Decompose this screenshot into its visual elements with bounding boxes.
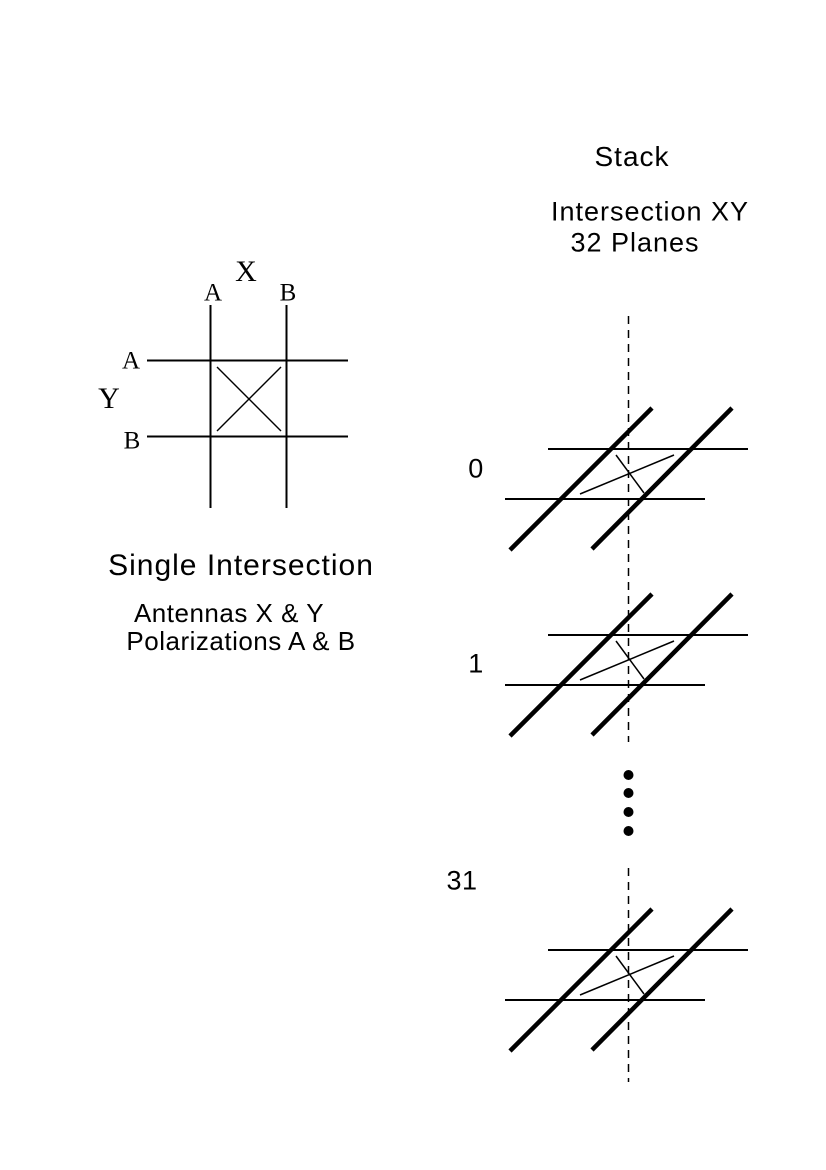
- stack-subtitle-line2: 32 Planes: [570, 227, 700, 258]
- plane-0-lines: [505, 408, 748, 550]
- single-intersection-lines: [147, 305, 348, 508]
- stack-title: Stack: [594, 141, 670, 172]
- ellipsis-dot: [623, 770, 634, 780]
- x-polarization-a-label: A: [203, 279, 223, 307]
- ellipsis-dot: [623, 788, 634, 798]
- intersection-cross-line: [216, 366, 282, 432]
- plane-31-lines: [505, 909, 748, 1051]
- plane-0-label: 0: [468, 453, 484, 484]
- antenna-y-label: Y: [98, 382, 120, 415]
- ellipsis-dots: [623, 770, 634, 836]
- plane-1-lines: [505, 594, 748, 736]
- polarizations-caption: Polarizations A & B: [126, 626, 356, 656]
- y-polarization-b-label: B: [123, 427, 141, 455]
- plane-31-label: 31: [446, 865, 478, 896]
- antenna-x-label: X: [235, 255, 257, 288]
- single-intersection-caption: Single Intersection: [108, 549, 374, 582]
- plane-1-label: 1: [468, 648, 484, 679]
- ellipsis-dot: [623, 826, 634, 836]
- ellipsis-dot: [623, 807, 634, 817]
- stack-subtitle-line1: Intersection XY: [550, 196, 750, 227]
- y-polarization-a-label: A: [121, 347, 141, 375]
- antennas-caption: Antennas X & Y: [133, 598, 325, 628]
- x-polarization-b-label: B: [279, 279, 297, 307]
